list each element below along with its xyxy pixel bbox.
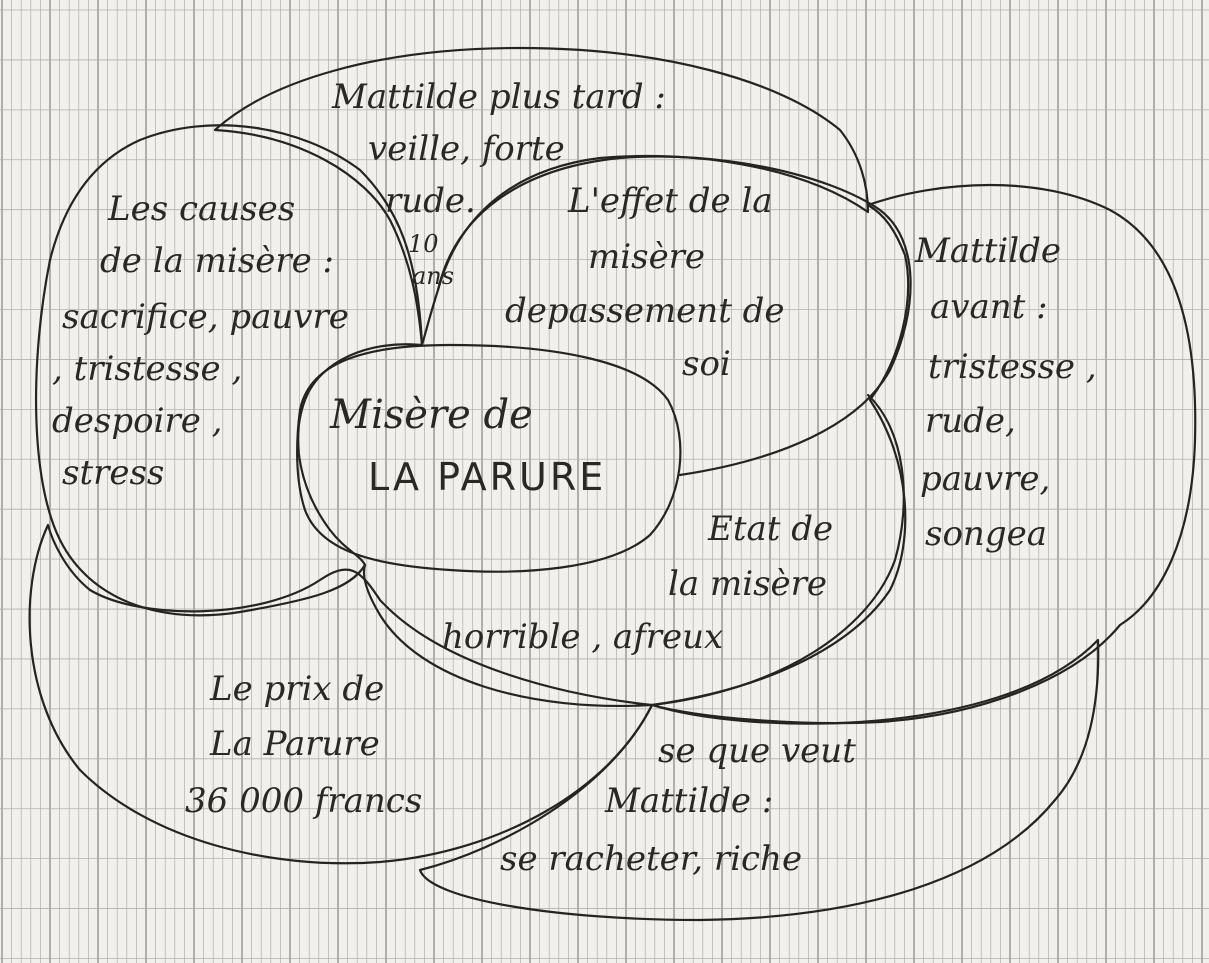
veut-line-1: se que veut xyxy=(658,731,856,771)
avant-bubble-outline xyxy=(650,183,1197,725)
prix-line-2: La Parure xyxy=(209,724,380,764)
effet-line-2: misère xyxy=(588,237,705,277)
causes-line-2: de la misère : xyxy=(100,241,334,281)
veut-line-2: Mattilde : xyxy=(604,781,773,821)
prix-line-1: Le prix de xyxy=(209,669,384,709)
plus-tard-line-2: veille, forte xyxy=(368,129,565,169)
effet-line-1: L'effet de la xyxy=(567,181,773,221)
etat-bubble-outline xyxy=(362,393,905,707)
causes-line-5: despoire , xyxy=(52,401,222,441)
avant-line-1: Mattilde xyxy=(914,231,1061,271)
avant-line-2: avant : xyxy=(930,287,1048,327)
effet-bubble-outline xyxy=(436,155,912,477)
causes-line-3: sacrifice, pauvre xyxy=(62,297,349,337)
etat-line-2: la misère xyxy=(668,564,827,604)
etat-line-1: Etat de xyxy=(707,509,833,549)
veut-line-3: se racheter, riche xyxy=(500,839,802,879)
causes-line-1: Les causes xyxy=(107,189,295,229)
center-title-line-2: LA PARURE xyxy=(368,455,606,499)
plus-tard-line-3: rude. xyxy=(385,181,476,221)
plus-tard-years-unit: ans xyxy=(412,262,454,290)
center-title-line-1: Misère de xyxy=(329,392,533,438)
effet-line-3: depassement de xyxy=(505,291,785,331)
plus-tard-years-number: 10 xyxy=(408,230,439,258)
etat-line-3: horrible , afreux xyxy=(442,617,723,657)
veut-bubble-outline xyxy=(418,638,1100,922)
effet-line-4: soi xyxy=(682,344,731,384)
avant-line-4: rude, xyxy=(925,401,1016,441)
avant-line-5: pauvre, xyxy=(920,459,1050,499)
avant-line-6: songea xyxy=(925,514,1047,554)
avant-line-3: tristesse , xyxy=(928,347,1097,387)
causes-line-4: , tristesse , xyxy=(52,349,242,389)
causes-bubble-outline xyxy=(34,124,424,617)
center-bubble-outline xyxy=(296,343,682,573)
causes-line-6: stress xyxy=(62,453,164,493)
plus-tard-line-1: Mattilde plus tard : xyxy=(331,77,666,117)
prix-line-3: 36 000 francs xyxy=(185,781,422,821)
